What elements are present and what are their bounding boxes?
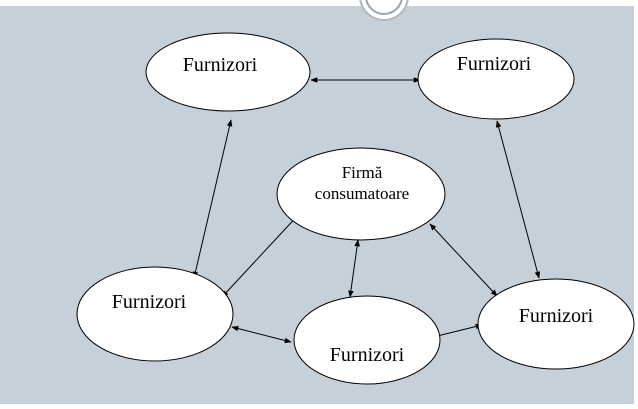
node-label-line2: consumatoare [315,184,409,203]
node-supplier-bottom-right: Furnizori [477,278,635,370]
node-supplier-bottom-center: Furnizori [293,295,441,385]
slide-badge-icon [359,0,409,21]
node-label: Furnizori [330,344,405,366]
bottom-margin [0,404,638,409]
node-label: Furnizori [457,53,532,75]
right-margin [634,0,638,409]
connector-topleft-bottomleft [192,119,233,279]
connector-firm-bottomright [429,223,498,297]
connector-topright-bottomright [495,120,541,279]
node-label: Furnizori [519,305,594,327]
connector-firm-bottomleft [221,211,302,298]
node-label: Furnizori [183,54,258,76]
connector-bottomleft-bottomcenter [231,325,292,344]
node-supplier-top-left: Furnizori [145,32,311,112]
node-supplier-bottom-left: Furnizori [76,266,234,362]
node-supplier-top-right: Furnizori [417,38,575,120]
node-label: Furnizori [112,291,187,313]
node-consumer-firm: Firmă consumatoare [276,147,446,241]
connector-firm-bottomcenter [348,239,360,298]
node-label-line1: Firmă [342,163,383,182]
